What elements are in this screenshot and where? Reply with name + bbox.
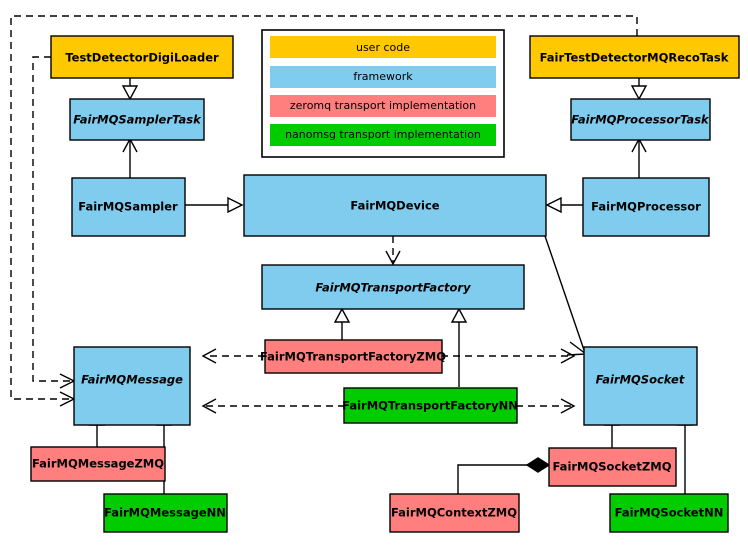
node-label-fairmqmessagezmq: FairMQMessageZMQ (32, 457, 164, 471)
node-label-fairmqtransportfactory: FairMQTransportFactory (315, 281, 471, 295)
legend-label-user-code: user code (356, 41, 410, 54)
node-label-fairtestdetectormqrecotask: FairTestDetectorMQRecoTask (540, 51, 729, 65)
node-testdetectordigiloader[interactable] (50, 35, 234, 79)
node-fairmqsocketzmq[interactable] (548, 447, 677, 487)
node-label-fairmqdevice: FairMQDevice (350, 199, 439, 213)
node-fairmqmessagenn[interactable] (103, 493, 228, 533)
edge-recotask-to-message (10, 15, 638, 400)
node-label-fairmqsocketzmq: FairMQSocketZMQ (553, 460, 672, 474)
arrowhead-inherit-device-right (545, 196, 562, 214)
edge-device-socket (544, 235, 585, 351)
node-label-fairmqsocket: FairMQSocket (596, 373, 685, 387)
arrowhead-dep-transportfactory (385, 250, 401, 266)
arrowhead-inherit-device-left (227, 196, 244, 214)
node-fairmqmessagezmq[interactable] (30, 446, 166, 482)
node-label-testdetectordigiloader: TestDetectorDigiLoader (65, 51, 219, 65)
node-label-fairmqprocessortask: FairMQProcessorTask (571, 113, 710, 127)
edge-digiloader-to-message (32, 56, 72, 382)
arrowhead-dep-message-tfnn (201, 398, 217, 414)
node-fairmqsamplertask[interactable] (69, 98, 205, 141)
node-fairmqtransportfactorynn[interactable] (343, 387, 518, 424)
diamond-composition-socketzmq (525, 457, 551, 473)
legend-label-nanomsg: nanomsg transport implementation (285, 128, 481, 141)
node-fairmqsocketnn[interactable] (609, 493, 729, 533)
node-fairmqsocket[interactable] (583, 346, 698, 426)
node-fairmqprocessor[interactable] (582, 177, 710, 237)
legend-label-zeromq: zeromq transport implementation (290, 99, 476, 112)
arrowhead-inherit-tf-right (450, 307, 468, 323)
node-fairmqdevice[interactable] (243, 174, 547, 237)
node-label-fairmqsocketnn: FairMQSocketNN (615, 506, 724, 520)
legend-swatch-nanomsg (270, 124, 496, 146)
arrowhead-dep-message-tfzmq (201, 348, 217, 364)
node-fairmqmessage[interactable] (73, 346, 191, 426)
node-label-fairmqmessage: FairMQMessage (81, 373, 183, 387)
edge-socketzmq-contextzmq (457, 464, 534, 494)
arrowhead-inherit-samplertask (121, 85, 139, 101)
legend-swatch-zeromq (270, 95, 496, 117)
arrowhead-dep-socket-tfnn (560, 398, 576, 414)
legend-label-framework: framework (353, 70, 413, 83)
arrowhead-dep-socket-tfzmq (560, 348, 576, 364)
arrowhead-inherit-tf-left (333, 307, 351, 323)
node-fairtestdetectormqrecotask[interactable] (529, 35, 740, 79)
node-fairmqtransportfactoryzmq[interactable] (264, 339, 443, 374)
node-label-fairmqcontextzmq: FairMQContextZMQ (391, 506, 517, 520)
node-label-fairmqtransportfactoryzmq: FairMQTransportFactoryZMQ (260, 350, 446, 364)
node-fairmqsampler[interactable] (71, 177, 186, 237)
legend-swatch-user-code (270, 36, 496, 58)
node-label-fairmqsamplertask: FairMQSamplerTask (73, 113, 202, 127)
legend-swatch-framework (270, 66, 496, 88)
node-fairmqprocessortask[interactable] (570, 98, 711, 141)
node-label-fairmqsampler: FairMQSampler (78, 200, 178, 214)
node-label-fairmqprocessor: FairMQProcessor (591, 200, 701, 214)
arrowhead-inherit-processortask (630, 85, 648, 101)
node-fairmqcontextzmq[interactable] (389, 493, 520, 533)
node-fairmqtransportfactory[interactable] (261, 264, 525, 310)
node-label-fairmqmessagenn: FairMQMessageNN (104, 506, 226, 520)
node-label-fairmqtransportfactorynn: FairMQTransportFactoryNN (342, 399, 518, 413)
